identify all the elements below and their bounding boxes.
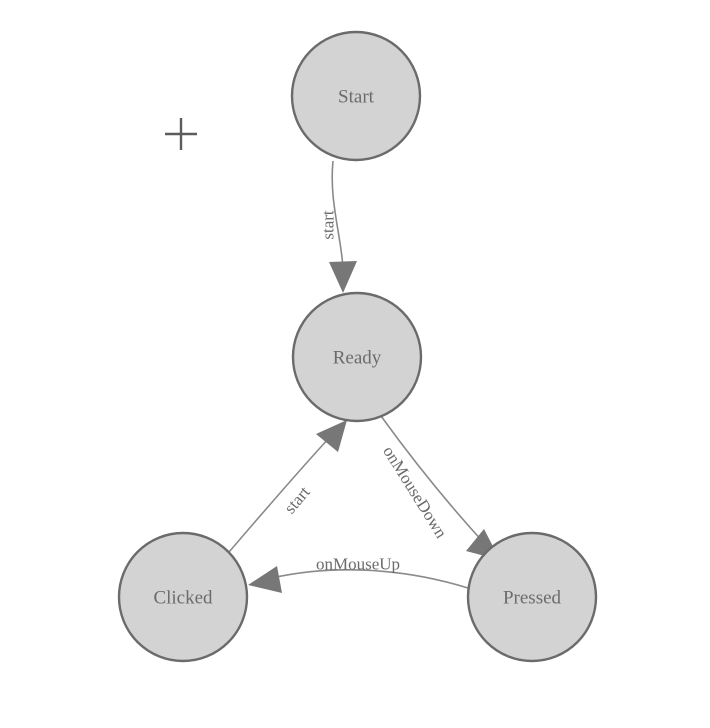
edge-line [271,569,469,589]
state-node-clicked[interactable]: Clicked [117,531,249,663]
node-circle[interactable] [117,531,249,663]
arrowhead-icon [329,261,357,293]
state-node-start[interactable]: Start [290,30,422,162]
node-circle[interactable] [466,531,598,663]
edge-line [228,435,332,553]
edge-label: start [319,210,338,240]
arrowhead-icon [248,566,282,593]
edge-clicked-to-ready[interactable]: start [228,420,347,553]
edge-start-to-ready[interactable]: start [319,160,358,293]
node-label: Start [338,87,375,108]
state-node-pressed[interactable]: Pressed [466,531,598,663]
node-label: Pressed [503,588,562,609]
edge-pressed-to-clicked[interactable]: onMouseUp [248,555,469,594]
node-label: Clicked [153,588,213,609]
edge-line [331,160,344,269]
edge-line [380,415,485,544]
cursor-layer [165,118,197,150]
crosshair-icon [165,118,197,150]
node-circle[interactable] [290,30,422,162]
node-circle[interactable] [291,291,423,423]
arrowhead-icon [316,420,347,452]
edge-label: onMouseUp [316,555,400,574]
node-label: Ready [333,348,382,369]
edge-ready-to-pressed[interactable]: onMouseDown [379,415,500,560]
state-node-ready[interactable]: Ready [291,291,423,423]
